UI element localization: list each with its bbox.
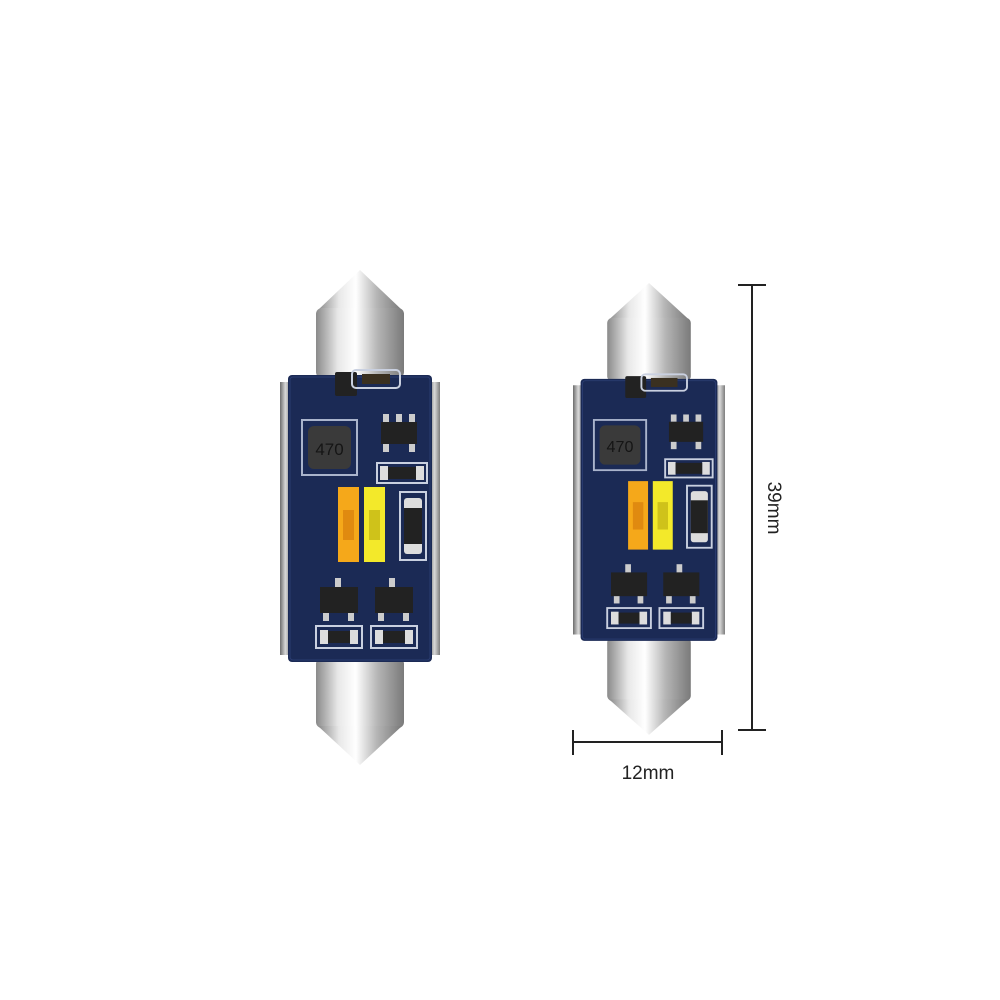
width-dimension [572, 730, 723, 755]
bulb-dimensioned-view [572, 282, 726, 736]
height-label: 39mm [763, 482, 784, 535]
height-dimension [738, 284, 766, 731]
bulb-front-view [279, 269, 441, 766]
width-label: 12mm [622, 763, 675, 784]
